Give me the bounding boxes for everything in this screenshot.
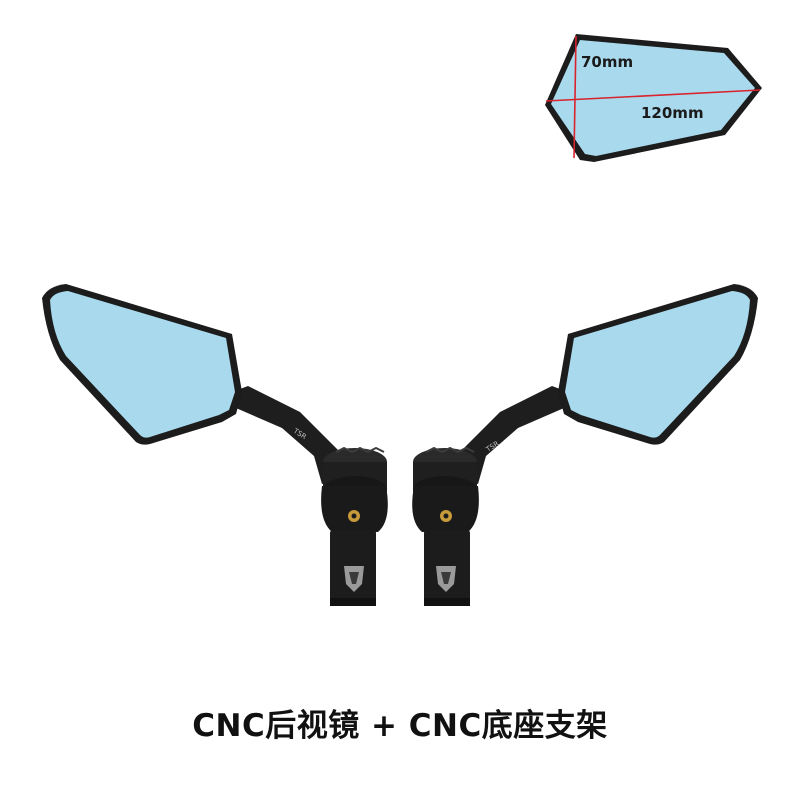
right-mirror: TSR [412,284,758,606]
width-dimension-line [545,89,761,102]
right-base-mount [412,486,479,606]
left-base-mount [321,486,388,606]
height-label: 70mm [581,53,633,71]
product-caption: CNC后视镜 + CNC底座支架 [192,708,608,744]
dimension-diagram: 70mm 120mm [545,34,762,162]
right-mirror-glass [565,291,750,438]
right-mirror-arm [456,386,568,484]
left-mirror-arm [232,386,344,484]
dimension-glass [551,40,755,156]
width-label: 120mm [641,104,704,122]
left-mirror: TSR [42,284,388,606]
left-mirror-glass [50,291,235,438]
height-dimension-line [573,35,577,159]
